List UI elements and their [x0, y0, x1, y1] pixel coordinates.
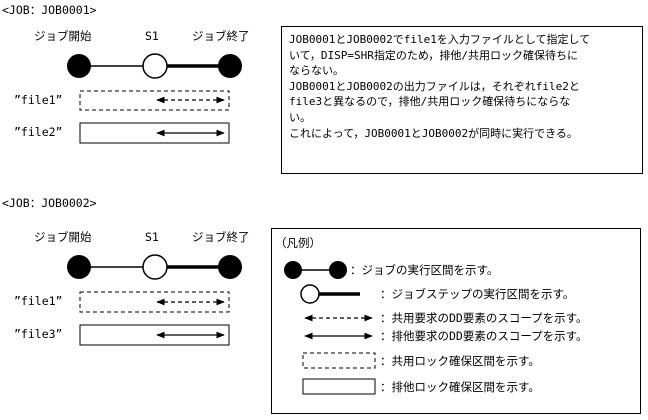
- legend-item-job: ：ジョブの実行区間を示す。: [350, 263, 499, 277]
- description-line: ならない。: [289, 64, 344, 78]
- legend-title: （凡例）: [275, 236, 321, 250]
- legend-item-shared-scope: ：共用要求のDD要素のスコープを示す。: [380, 311, 588, 325]
- job1-timeline: [67, 53, 242, 79]
- job2-file3-label: ”file3”: [14, 327, 63, 341]
- job2-header: <JOB：JOB0002>: [2, 196, 97, 210]
- legend-item-shared-lock: ：共用ロック確保区間を示す。: [380, 354, 540, 368]
- job1-file1-row: [79, 90, 230, 111]
- description-line: file3と異なるので，排他/共用ロック確保待ちにならな: [289, 95, 571, 109]
- job1-step-label: S1: [145, 29, 159, 43]
- job1-start-marker: [67, 54, 91, 78]
- legend-exclusive-lock-rect: [302, 378, 376, 395]
- job2-end-marker: [218, 255, 242, 279]
- job2-file3-row: [79, 324, 230, 346]
- job2-file3-exclusive-lock: [79, 324, 230, 346]
- legend-shared-lock-rect: [302, 352, 376, 369]
- description-line: い。: [289, 110, 311, 124]
- legend-item-exclusive-scope: ：排他要求のDD要素のスコープを示す。: [380, 329, 588, 343]
- job1-step-marker: [142, 53, 168, 79]
- job2-end-label: ジョブ終了: [192, 230, 250, 244]
- legend-job-symbol: [284, 261, 347, 279]
- legend-item-exclusive-lock: ：排他ロック確保区間を示す。: [380, 380, 540, 394]
- job1-end-marker: [218, 54, 242, 78]
- job1-end-label: ジョブ終了: [192, 29, 250, 43]
- description-line: これによって，JOB0001とJOB0002が同時に実行できる。: [289, 126, 578, 140]
- job1-file2-row: [79, 122, 230, 144]
- job2-step-marker: [142, 254, 168, 280]
- description-line: JOB0001とJOB0002でfile1を入力ファイルとして指定して: [289, 33, 591, 46]
- job2-file1-row: [79, 291, 230, 313]
- job2-start-label: ジョブ開始: [34, 230, 92, 244]
- job2-timeline: [67, 254, 242, 280]
- job1-file2-label: ”file2”: [14, 125, 63, 139]
- legend-step-symbol: [300, 284, 360, 304]
- description-line: いて，DISP=SHR指定のため，排他/共用ロック確保待ちに: [289, 48, 578, 62]
- description-box: JOB0001とJOB0002でfile1を入力ファイルとして指定して いて，D…: [281, 26, 643, 174]
- job1-header: <JOB：JOB0001>: [2, 3, 97, 17]
- description-line: JOB0001とJOB0002の出力ファイルは，それぞれfile2と: [289, 79, 580, 93]
- job2-step-label: S1: [145, 230, 159, 244]
- job1-file2-exclusive-lock: [79, 122, 230, 144]
- legend-box: [271, 228, 641, 414]
- job2-start-marker: [67, 255, 91, 279]
- job1-start-label: ジョブ開始: [34, 29, 92, 43]
- job1-file1-label: ”file1”: [14, 93, 63, 107]
- legend-item-step: ：ジョブステップの実行区間を示す。: [380, 287, 575, 301]
- job2-file1-label: ”file1”: [14, 294, 63, 308]
